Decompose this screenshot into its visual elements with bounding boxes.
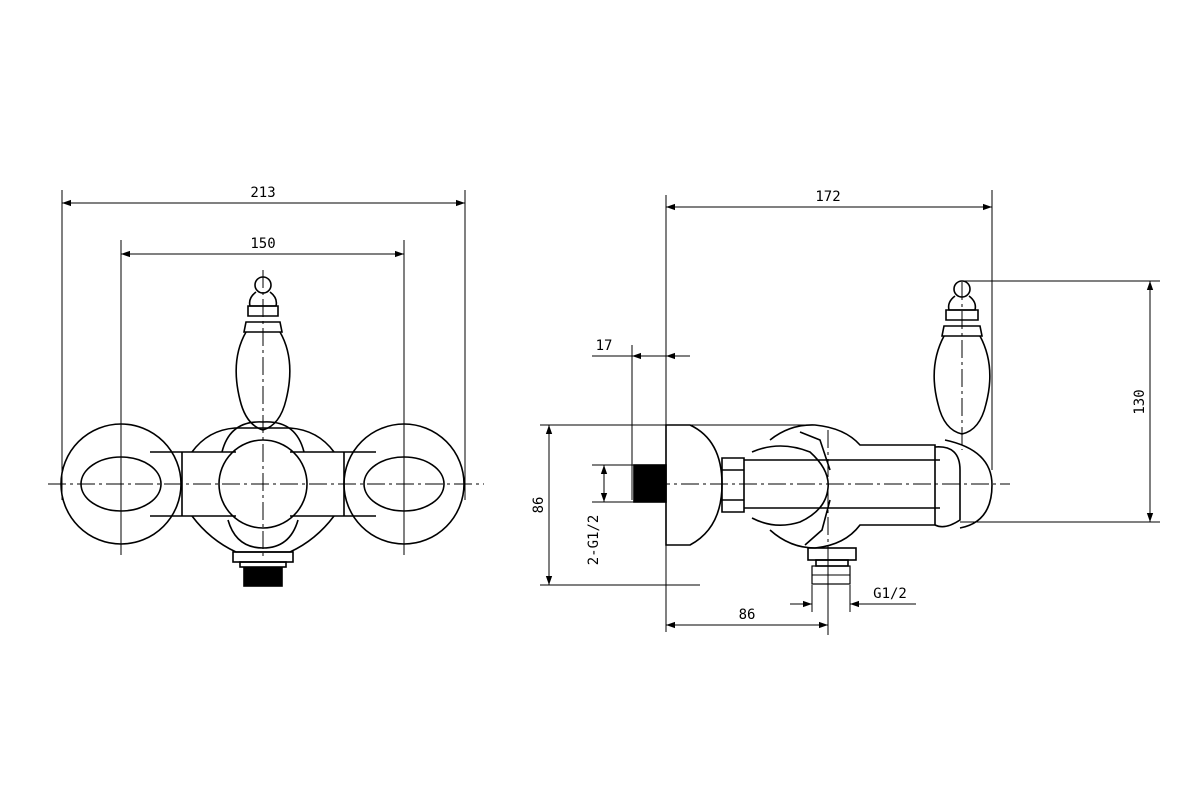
label-handle-height: 130 (1132, 389, 1148, 414)
side-body (769, 424, 936, 549)
label-outlet-offset: 86 (739, 607, 756, 623)
label-overall-depth: 172 (815, 189, 840, 205)
label-body-height: 86 (531, 497, 547, 514)
side-flange (665, 424, 723, 546)
label-wall-offset: 17 (596, 338, 613, 354)
label-overall-width: 213 (250, 185, 275, 201)
front-view (48, 190, 484, 587)
side-view (540, 190, 1160, 635)
label-outlet-thread: G1/2 (873, 586, 907, 602)
label-inlet-thread: 2-G1/2 (586, 515, 602, 566)
hex-nut (721, 457, 745, 513)
label-center-distance: 150 (250, 236, 275, 252)
front-outlet-thread (243, 567, 283, 587)
